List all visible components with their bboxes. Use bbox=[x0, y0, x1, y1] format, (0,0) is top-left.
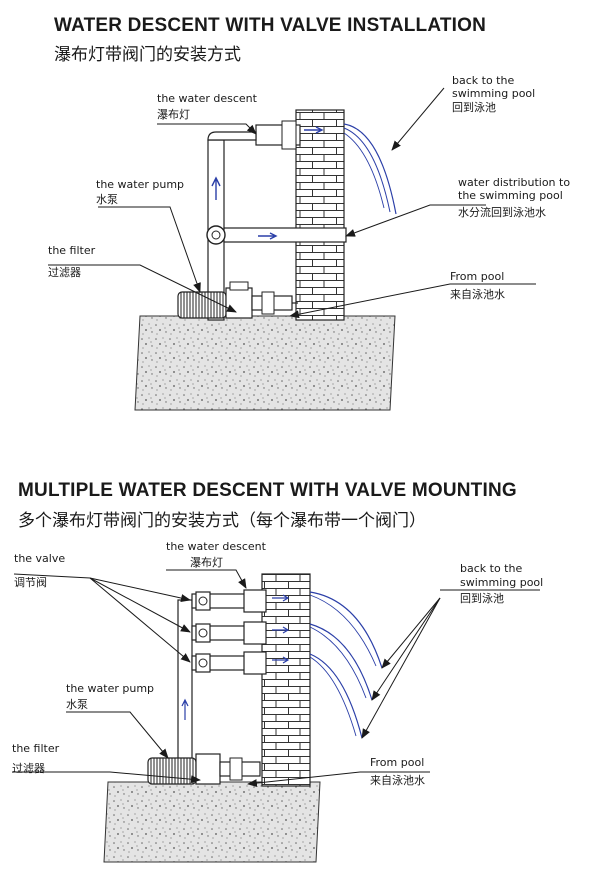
brick-wall-2 bbox=[261, 573, 311, 787]
branch-top bbox=[191, 589, 290, 613]
label-distribution-1b: the swimming pool bbox=[458, 189, 563, 202]
label-filter-zh-1: 过滤器 bbox=[48, 266, 81, 279]
branch-bottom bbox=[191, 651, 290, 675]
brick-wall-1 bbox=[295, 109, 345, 321]
label-valve-zh-2: 调节阀 bbox=[14, 575, 47, 589]
label-water-descent-1: the water descent bbox=[157, 92, 258, 105]
diagram-1: back to the swimming pool 回到泳池 the water… bbox=[48, 74, 570, 411]
section2-title: MULTIPLE WATER DESCENT WITH VALVE MOUNTI… bbox=[18, 480, 517, 501]
section1-subtitle: 瀑布灯带阀门的安装方式 bbox=[54, 45, 241, 65]
label-from-pool-1: From pool bbox=[450, 270, 504, 283]
label-from-pool-zh-1: 来自泳池水 bbox=[450, 287, 505, 301]
label-water-pump-zh-1: 水泵 bbox=[96, 193, 118, 206]
label-filter-2: the filter bbox=[12, 742, 60, 755]
water-stream-2a bbox=[309, 591, 383, 669]
label-from-pool-2: From pool bbox=[370, 756, 424, 769]
section2-subtitle: 多个瀑布灯带阀门的安装方式（每个瀑布带一个阀门） bbox=[18, 511, 426, 531]
label-water-pump-zh-2: 水泵 bbox=[66, 698, 88, 711]
water-stream-1 bbox=[343, 123, 397, 215]
label-back-to-pool-1b: swimming pool bbox=[452, 87, 535, 100]
label-back-to-pool-zh-1: 回到泳池 bbox=[452, 100, 496, 114]
label-valve-2: the valve bbox=[14, 552, 65, 565]
vertical-pipe-2 bbox=[177, 599, 193, 763]
label-distribution-zh-1: 水分流回到泳池水 bbox=[458, 205, 546, 219]
pump-motor-2 bbox=[147, 757, 197, 785]
label-distribution-1a: water distribution to bbox=[458, 176, 570, 189]
label-back-to-pool-2a: back to the bbox=[460, 562, 522, 575]
label-water-descent-zh-1: 瀑布灯 bbox=[157, 108, 190, 121]
label-from-pool-zh-2: 来自泳池水 bbox=[370, 773, 425, 787]
label-water-descent-zh-2: 瀑布灯 bbox=[190, 556, 223, 569]
label-water-pump-1: the water pump bbox=[96, 178, 184, 191]
diagram-2: the valve 调节阀 the water descent 瀑布灯 back… bbox=[12, 540, 543, 863]
label-filter-zh-2: 过滤器 bbox=[12, 762, 45, 775]
label-back-to-pool-1a: back to the bbox=[452, 74, 514, 87]
label-water-pump-2: the water pump bbox=[66, 682, 154, 695]
filter-1 bbox=[225, 287, 253, 319]
branch-middle bbox=[191, 621, 290, 645]
label-back-to-pool-zh-2: 回到泳池 bbox=[460, 591, 504, 605]
ground-1 bbox=[134, 315, 396, 411]
label-water-descent-2: the water descent bbox=[166, 540, 267, 553]
label-back-to-pool-2b: swimming pool bbox=[460, 576, 543, 589]
water-stream-2b bbox=[309, 623, 373, 701]
water-stream-2c bbox=[309, 653, 363, 739]
label-filter-1: the filter bbox=[48, 244, 96, 257]
section1-title: WATER DESCENT WITH VALVE INSTALLATION bbox=[54, 15, 487, 36]
distribution-pipe-1 bbox=[223, 227, 347, 243]
ground-2 bbox=[103, 781, 321, 863]
